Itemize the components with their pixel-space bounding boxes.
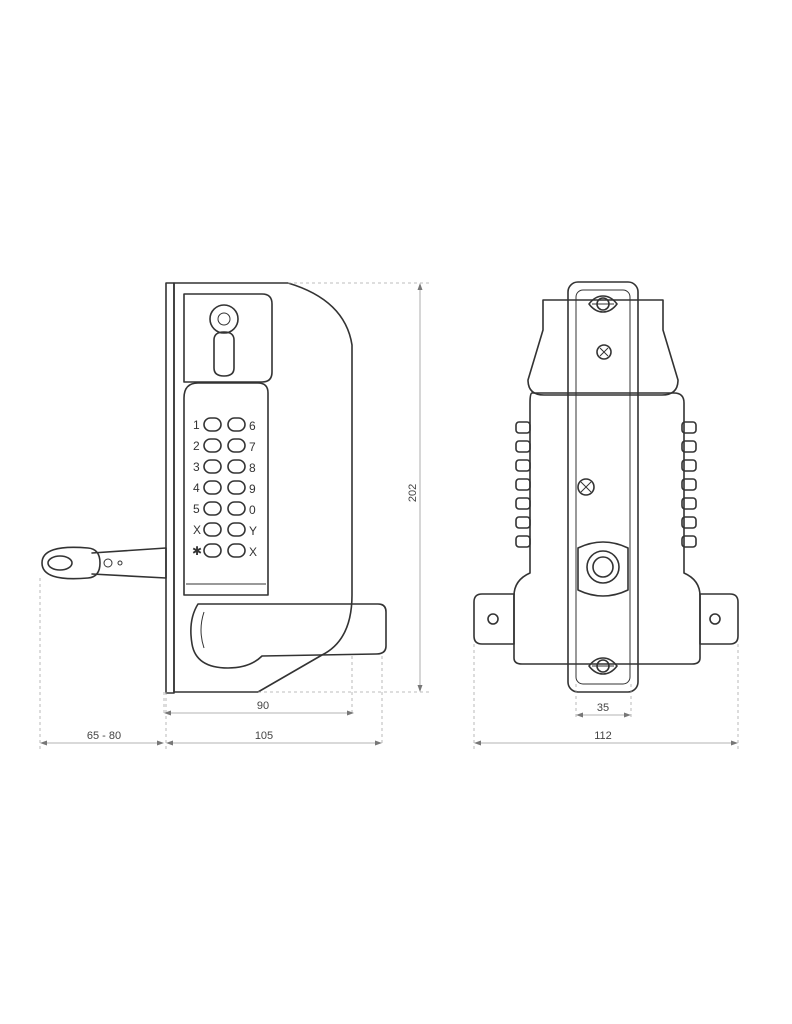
screw-upper — [596, 344, 612, 360]
key-label: 2 — [193, 439, 200, 453]
flange-hole — [487, 613, 499, 625]
keypad-button[interactable] — [227, 417, 246, 432]
mounting-flange-right — [699, 593, 739, 645]
keypad-labels-right: 6 7 8 9 0 Y X — [249, 419, 257, 559]
key-label: ✱ — [192, 544, 202, 558]
dimension-handle-depth: 90 — [257, 700, 269, 712]
dimension-latch-range: 65 - 80 — [87, 730, 121, 742]
top-bolt — [588, 295, 618, 313]
key-label: 8 — [249, 461, 256, 475]
keypad-buttons-right — [227, 417, 246, 558]
upper-recess — [183, 293, 273, 383]
front-dimensions: 202 90 105 65 - 80 — [39, 282, 430, 752]
screw-middle — [577, 478, 595, 496]
mounting-flange-left — [473, 593, 515, 645]
dimension-back-width: 112 — [594, 730, 612, 742]
key-label: 0 — [249, 503, 256, 517]
keypad-button[interactable] — [227, 501, 246, 516]
back-dimensions: 35 112 — [473, 644, 739, 752]
keypad-button[interactable] — [227, 459, 246, 474]
spindle-boss — [577, 541, 629, 597]
latch-hole — [47, 555, 73, 571]
latch-pin — [117, 560, 123, 566]
key-label: 6 — [249, 419, 256, 433]
upper-housing — [527, 299, 679, 396]
keypad-labels-left: 1 2 3 4 5 X ✱ — [192, 418, 202, 558]
mounting-strip — [165, 282, 175, 694]
keypad-button[interactable] — [203, 543, 222, 558]
keypad-button[interactable] — [227, 543, 246, 558]
key-cylinder — [209, 304, 239, 334]
keypad-button[interactable] — [203, 417, 222, 432]
keypad-button[interactable] — [203, 459, 222, 474]
keypad-button[interactable] — [203, 501, 222, 516]
key-cylinder-core — [217, 312, 231, 326]
key-slot — [213, 331, 235, 377]
back-plate — [567, 281, 639, 693]
key-label: 1 — [193, 418, 200, 432]
key-label: 5 — [193, 502, 200, 516]
keypad-button[interactable] — [203, 438, 222, 453]
dimension-height: 202 — [407, 484, 419, 502]
back-view — [473, 281, 739, 693]
key-label: 4 — [193, 481, 200, 495]
keypad-button[interactable] — [227, 438, 246, 453]
rear-body — [513, 392, 701, 665]
bottom-bolt — [588, 657, 618, 675]
key-label: 3 — [193, 460, 200, 474]
lever-handle[interactable] — [190, 603, 387, 669]
lock-body — [173, 282, 353, 693]
flange-hole — [709, 613, 721, 625]
dimension-plate-width: 35 — [597, 702, 609, 714]
lever-hub — [200, 611, 205, 649]
keypad-buttons-left — [203, 417, 222, 558]
key-label: Y — [249, 524, 257, 538]
key-label: 7 — [249, 440, 256, 454]
key-label: X — [249, 545, 257, 559]
key-label: X — [193, 523, 201, 537]
keypad-button[interactable] — [227, 522, 246, 537]
latch-bolt — [41, 546, 167, 580]
key-label: 9 — [249, 482, 256, 496]
side-fins-left — [515, 421, 531, 548]
back-plate-inner — [575, 289, 631, 685]
keypad-button[interactable] — [203, 480, 222, 495]
dimension-body-depth: 105 — [255, 730, 273, 742]
side-fins-right — [681, 421, 697, 548]
front-view: 1 2 3 4 5 X ✱ 6 7 8 9 0 Y X — [41, 282, 387, 694]
keypad-button[interactable] — [203, 522, 222, 537]
keypad-panel — [183, 382, 269, 596]
latch-eye — [41, 546, 101, 580]
latch-screw — [103, 558, 113, 568]
keypad-button[interactable] — [227, 480, 246, 495]
